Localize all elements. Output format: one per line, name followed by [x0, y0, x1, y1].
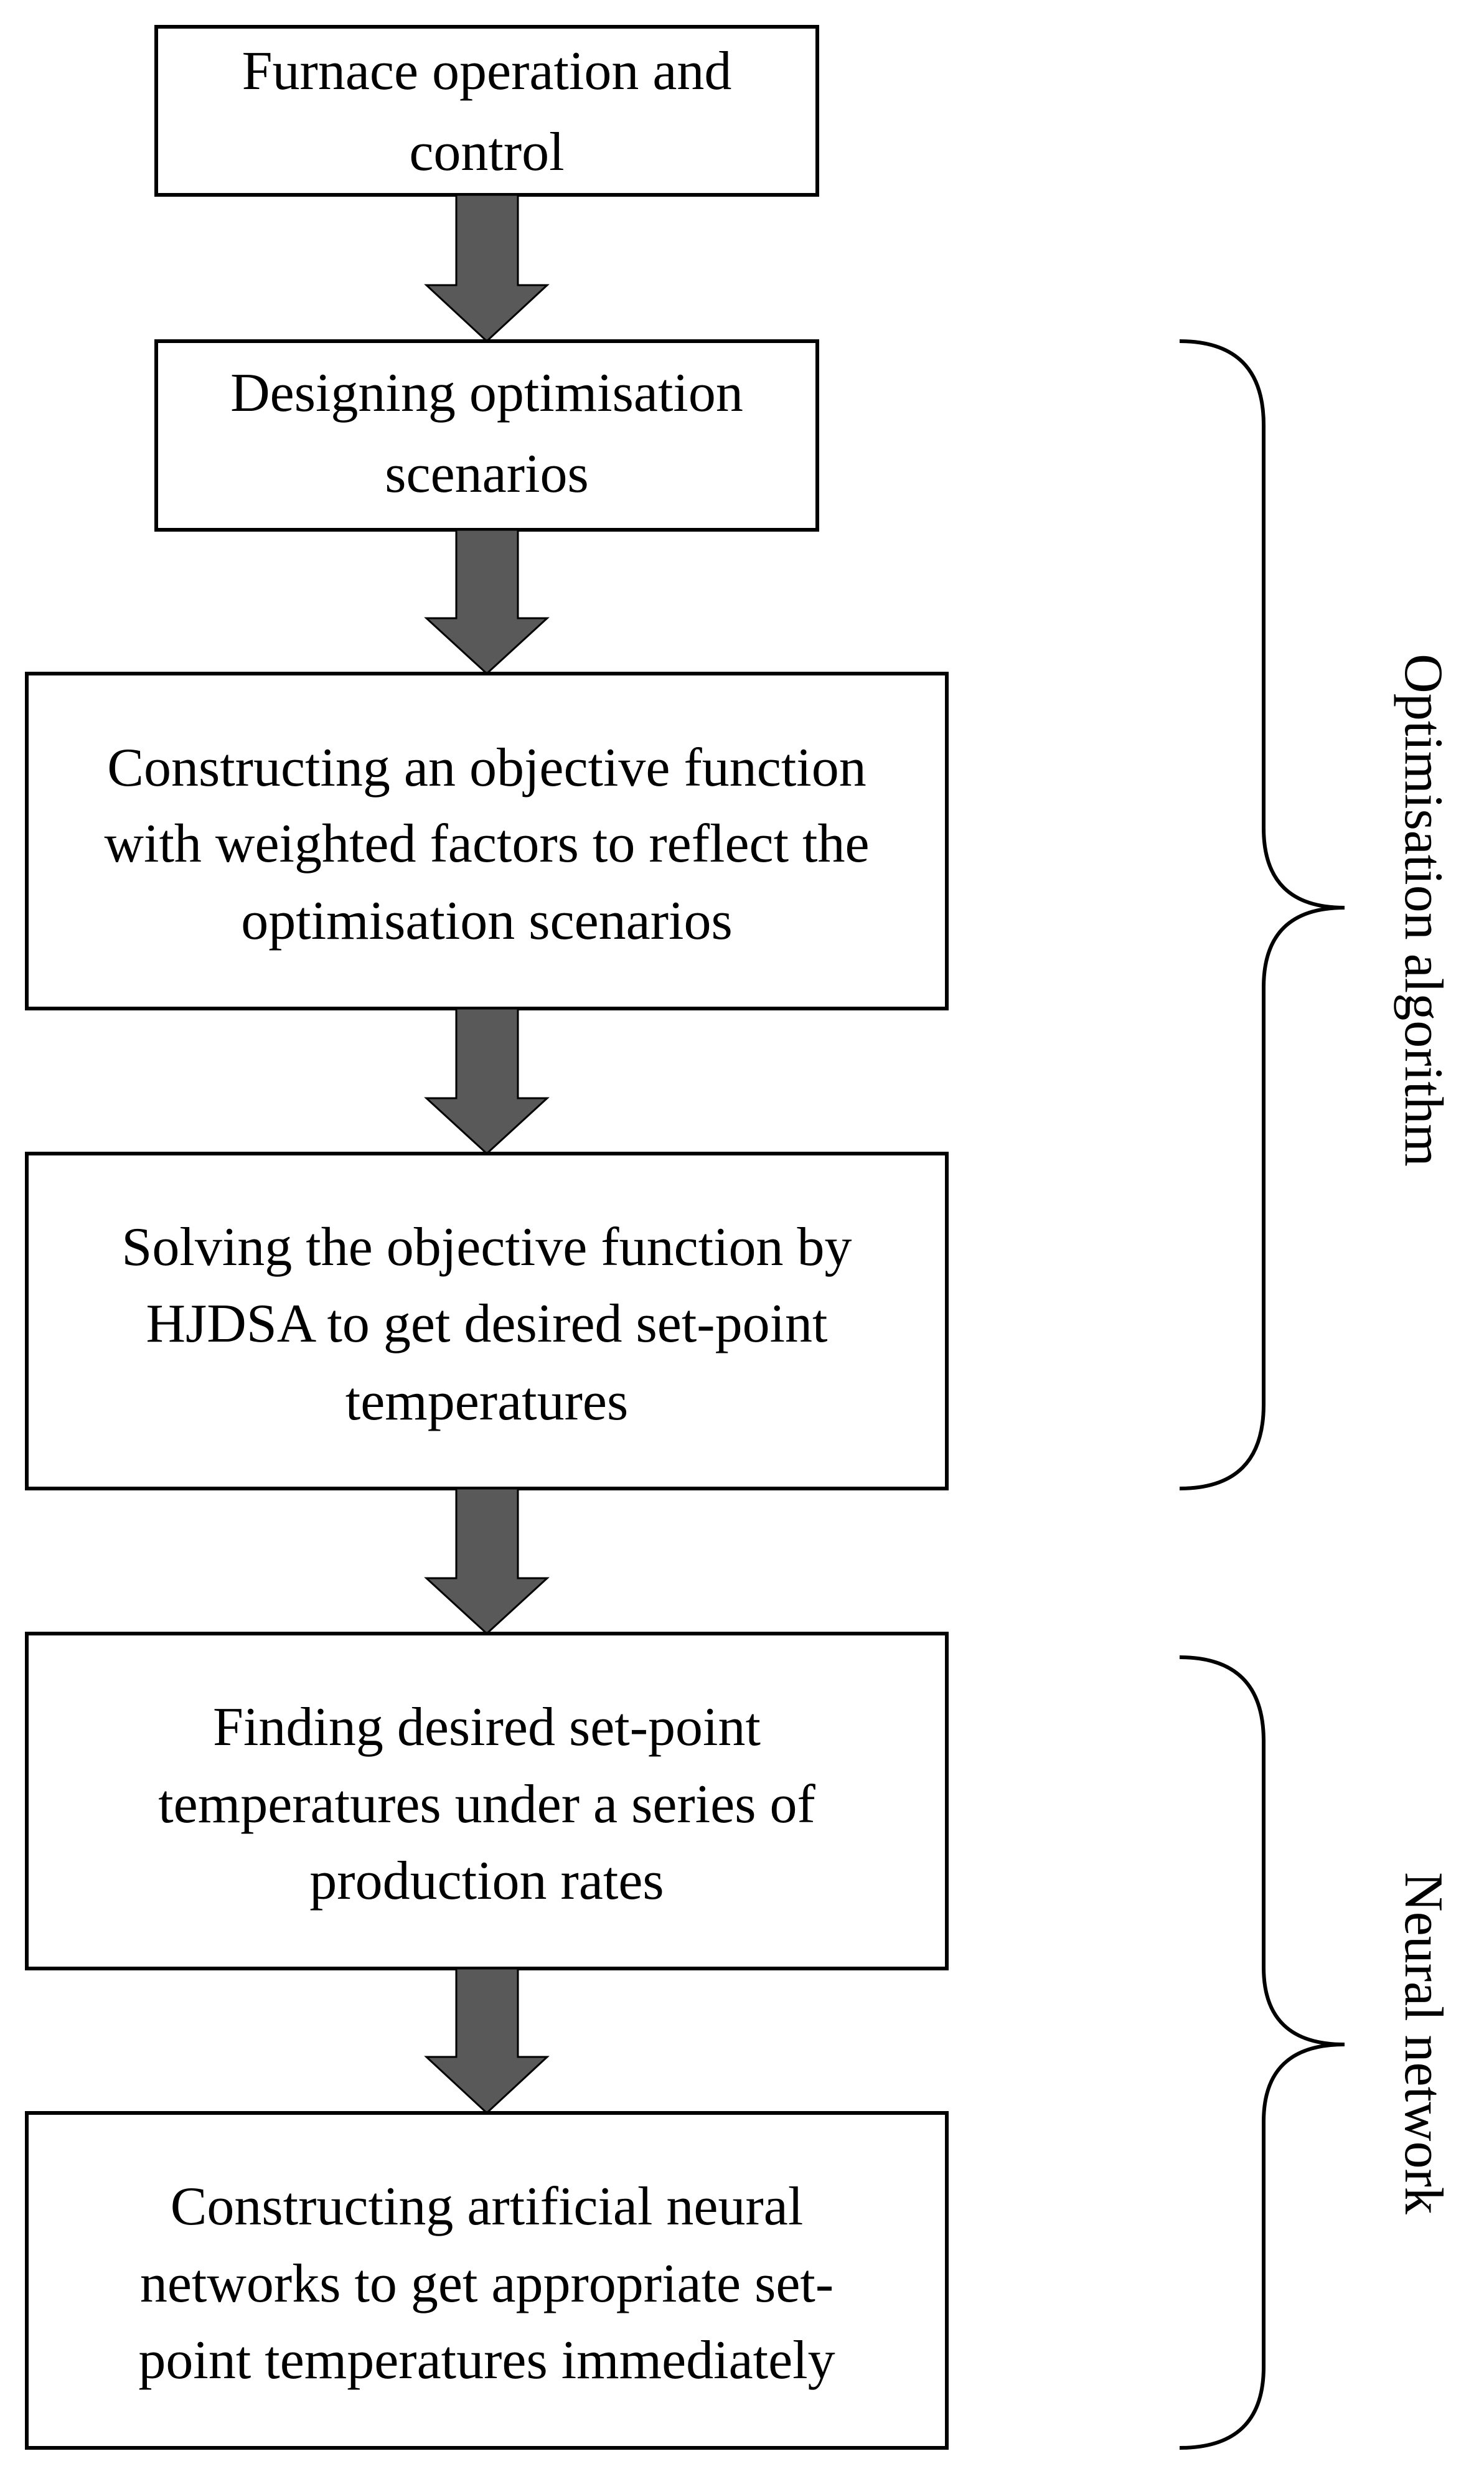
group-label: Neural network	[1393, 1872, 1453, 2214]
step-line: with weighted factors to reflect the	[104, 814, 869, 874]
step-box	[154, 25, 819, 197]
step-box	[25, 1152, 949, 1490]
step-line: Constructing an objective function	[107, 738, 866, 798]
step-line: temperatures	[345, 1371, 628, 1432]
step-line: scenarios	[385, 444, 588, 504]
down-arrow-icon	[424, 194, 550, 343]
step-line: Solving the objective function by	[121, 1217, 852, 1277]
step-designing-scenarios: Designing optimisation scenarios	[154, 339, 819, 532]
step-line: temperatures under a series of	[158, 1774, 815, 1835]
step-line: Constructing artificial neural	[171, 2176, 804, 2237]
step-box	[25, 672, 949, 1010]
step-finding-set-point-temperatures: Finding desired set-point temperatures u…	[25, 1632, 949, 1970]
right-brace-icon	[1179, 339, 1345, 1490]
step-line: Finding desired set-point	[213, 1697, 761, 1757]
down-arrow-icon	[424, 1967, 550, 2115]
right-brace-icon	[1179, 1655, 1345, 2450]
step-constructing-neural-networks: Constructing artificial neural networks …	[25, 2111, 949, 2450]
group-neural-network: Neural network	[1179, 1655, 1453, 2450]
step-line: HJDSA to get desired set-point	[146, 1294, 827, 1354]
group-optimisation-algorithm: Optimisation algorithm	[1179, 339, 1453, 1490]
step-line: production rates	[309, 1851, 664, 1911]
step-box	[154, 339, 819, 532]
group-label: Optimisation algorithm	[1393, 654, 1453, 1167]
down-arrow-icon	[424, 529, 550, 675]
step-line: optimisation scenarios	[241, 891, 732, 951]
step-furnace-operation: Furnace operation and control	[154, 25, 819, 197]
step-box	[25, 1632, 949, 1970]
step-line: networks to get appropriate set-	[140, 2254, 834, 2314]
step-line: Furnace operation and	[242, 41, 732, 101]
down-arrow-icon	[424, 1487, 550, 1635]
step-solving-objective-function: Solving the objective function by HJDSA …	[25, 1152, 949, 1490]
step-line: Designing optimisation	[230, 363, 743, 423]
down-arrow-icon	[424, 1007, 550, 1155]
step-line: control	[409, 122, 564, 182]
step-box	[25, 2111, 949, 2450]
step-constructing-objective-function: Constructing an objective function with …	[25, 672, 949, 1010]
step-line: point temperatures immediately	[138, 2330, 835, 2391]
